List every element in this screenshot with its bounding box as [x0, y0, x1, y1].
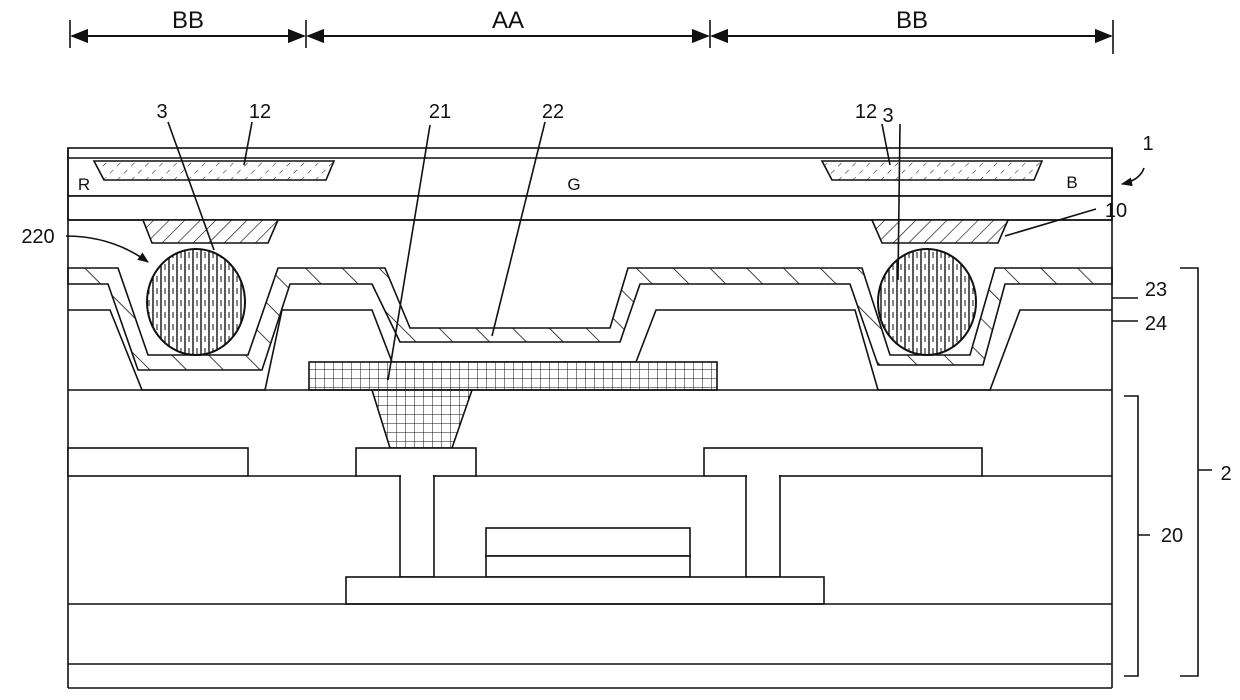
region-label-right: BB	[896, 7, 928, 34]
spacer-ball-left	[145, 248, 247, 356]
label-21: 21	[429, 101, 451, 123]
region-dimension-lines	[70, 20, 1113, 54]
region-label-left: BB	[172, 7, 204, 34]
label-20: 20	[1161, 525, 1183, 547]
label-12-left: 12	[249, 101, 271, 123]
spacer-ball-right	[876, 248, 978, 356]
label-2: 2	[1220, 463, 1231, 485]
spacer-pad-right	[872, 220, 1008, 243]
region-label-center: AA	[492, 7, 524, 34]
label-3-left: 3	[156, 101, 167, 123]
electrode-21-pad	[309, 362, 717, 390]
black-matrix-right	[822, 161, 1042, 180]
label-10: 10	[1105, 200, 1127, 222]
label-3-right: 3	[882, 105, 893, 127]
label-22: 22	[542, 101, 564, 123]
electrode-21-via	[372, 390, 472, 448]
color-label-b: B	[1066, 173, 1077, 192]
label-1: 1	[1142, 133, 1153, 155]
label-12-right: 12	[855, 101, 877, 123]
color-filter-substrate	[68, 148, 1112, 220]
label-23: 23	[1145, 279, 1167, 301]
color-label-r: R	[78, 175, 90, 194]
label-24: 24	[1145, 313, 1167, 335]
color-label-g: G	[567, 175, 580, 194]
label-220: 220	[21, 226, 54, 248]
black-matrix-left	[94, 161, 334, 180]
